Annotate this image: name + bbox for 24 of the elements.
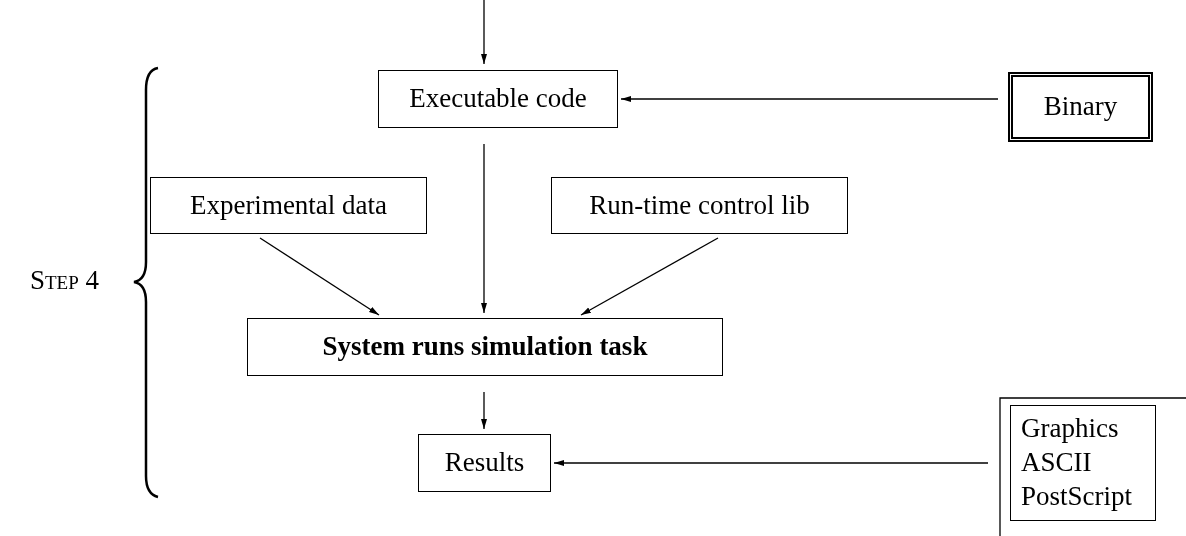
process-box (247, 318, 723, 376)
arrow (481, 391, 487, 430)
arrow (620, 96, 999, 102)
node-label: ASCII (1021, 446, 1092, 480)
input-box (551, 177, 848, 234)
arrow (259, 237, 380, 316)
node-label: Results (444, 446, 525, 480)
node-label: Graphics (1021, 412, 1119, 446)
node-label: Experimental data (189, 188, 388, 222)
bold-label: System runs simulation task (322, 330, 648, 364)
node-label: Executable code (409, 82, 587, 116)
arrow (553, 460, 989, 466)
arrow (580, 237, 719, 316)
node-label: Run-time control lib (589, 188, 810, 222)
node-label: PostScript (1021, 479, 1133, 513)
input-box (150, 177, 427, 234)
step-label: Step 4 (30, 265, 100, 296)
node-label: Binary (1043, 90, 1118, 124)
arrow (481, 143, 487, 314)
output-box (418, 434, 551, 492)
process-box (378, 70, 618, 128)
arrow (481, 0, 487, 65)
double-border-box (1008, 72, 1153, 142)
list-box (1010, 405, 1156, 521)
